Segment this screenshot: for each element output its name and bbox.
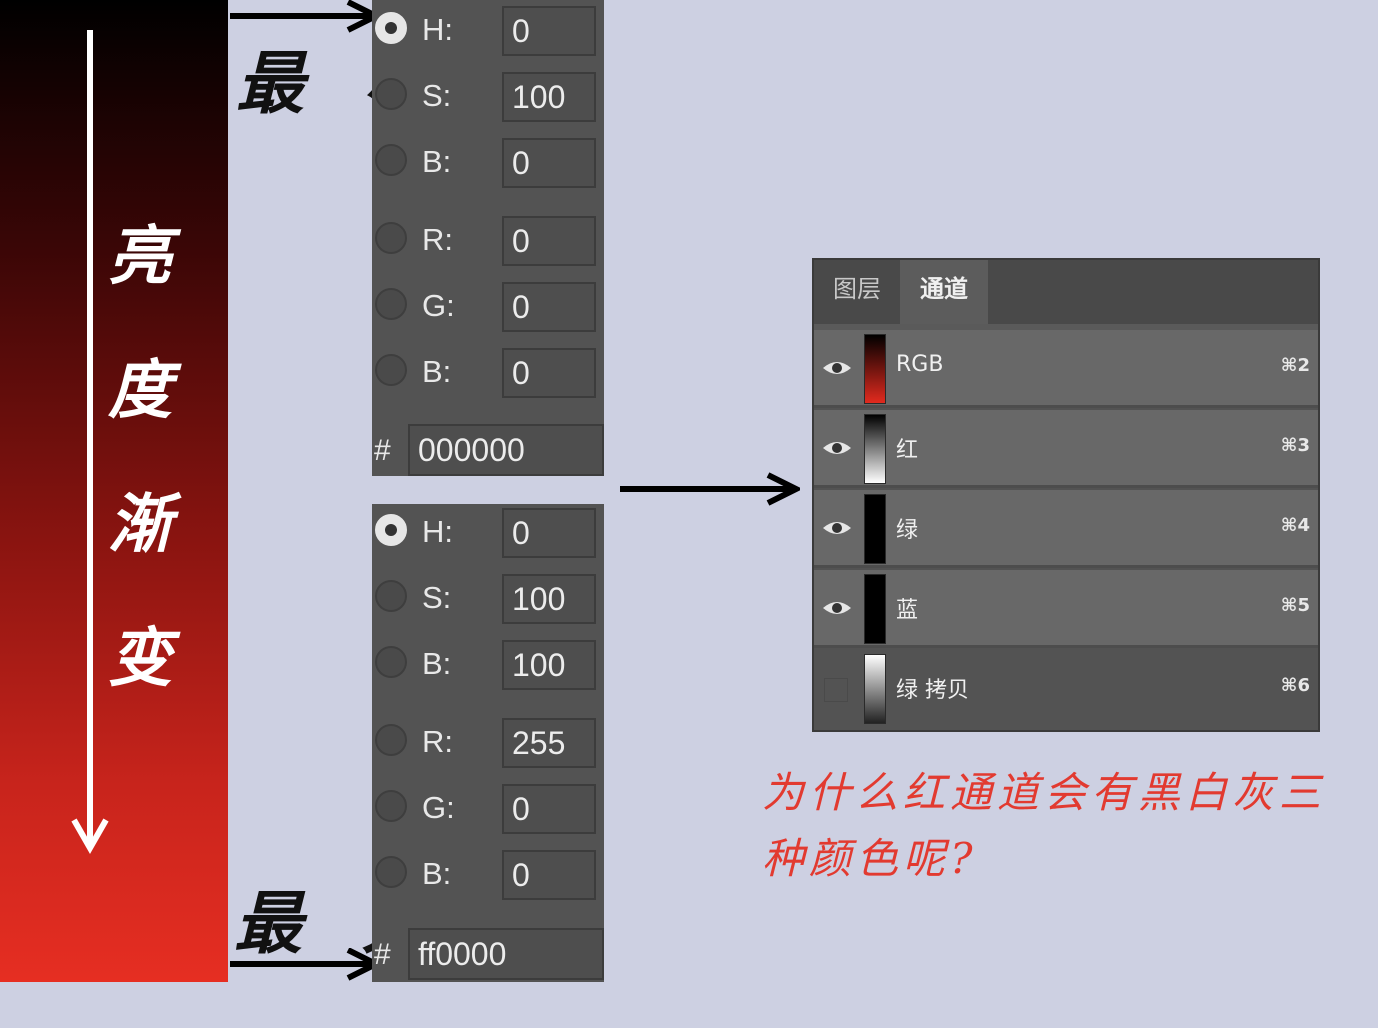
field-value-blue[interactable]: 0	[502, 348, 596, 398]
radio-r[interactable]	[375, 724, 407, 756]
label-char: 变	[108, 621, 172, 696]
color-picker-min: H: 0 S: 100 B: 0 R: 0 G: 0 B: 0 # 000000	[372, 0, 604, 476]
radio-h[interactable]	[375, 514, 407, 546]
hash-label: #	[374, 938, 391, 971]
brightness-gradient-strip	[0, 0, 228, 982]
picker-row-g: G: 0	[372, 784, 604, 836]
field-label: G:	[422, 790, 455, 825]
radio-h[interactable]	[375, 12, 407, 44]
field-label: S:	[422, 580, 452, 615]
field-label: R:	[422, 222, 453, 257]
arrow-to-channels-icon	[620, 472, 800, 506]
field-label: B:	[422, 144, 452, 179]
radio-b[interactable]	[375, 646, 407, 678]
picker-row-s: S: 100	[372, 72, 604, 124]
channel-shortcut: ⌘4	[1280, 515, 1310, 536]
field-label: S:	[422, 78, 452, 113]
field-value-r[interactable]: 0	[502, 216, 596, 266]
label-char: 亮	[108, 219, 172, 294]
hash-label: #	[374, 434, 391, 467]
eye-icon[interactable]	[822, 358, 852, 378]
eye-icon[interactable]	[822, 598, 852, 618]
picker-row-blue: B: 0	[372, 850, 604, 902]
channel-thumbnail	[864, 494, 886, 564]
picker-row-s: S: 100	[372, 574, 604, 626]
down-arrow-icon	[71, 30, 109, 855]
channel-name: RGB	[896, 352, 944, 377]
field-label: H:	[422, 12, 453, 47]
picker-row-b: B: 100	[372, 640, 604, 692]
field-value-h[interactable]: 0	[502, 508, 596, 558]
field-label: B:	[422, 856, 452, 891]
channel-row-blue[interactable]: 蓝 ⌘5	[814, 570, 1318, 648]
picker-row-blue: B: 0	[372, 348, 604, 400]
field-label: B:	[422, 354, 452, 389]
label-char: 度	[108, 353, 172, 428]
picker-row-b: B: 0	[372, 138, 604, 190]
field-value-s[interactable]: 100	[502, 72, 596, 122]
channel-row-red[interactable]: 红 ⌘3	[814, 410, 1318, 488]
channel-name: 绿	[896, 518, 919, 543]
channel-thumbnail	[864, 414, 886, 484]
channel-thumbnail	[864, 654, 886, 724]
radio-g[interactable]	[375, 288, 407, 320]
panel-tab-bar: 图层 通道	[814, 260, 1318, 330]
field-value-h[interactable]: 0	[502, 6, 596, 56]
field-value-g[interactable]: 0	[502, 784, 596, 834]
field-label: H:	[422, 514, 453, 549]
radio-r[interactable]	[375, 222, 407, 254]
radio-g[interactable]	[375, 790, 407, 822]
field-value-s[interactable]: 100	[502, 574, 596, 624]
field-value-b[interactable]: 100	[502, 640, 596, 690]
channel-row-green-copy[interactable]: 绿 拷贝 ⌘6	[814, 650, 1318, 728]
channel-shortcut: ⌘3	[1280, 435, 1310, 456]
channel-name: 蓝	[896, 598, 919, 623]
channel-thumbnail	[864, 574, 886, 644]
radio-s[interactable]	[375, 580, 407, 612]
question-text: 为什么红通道会有黑白灰三 种颜色呢?	[762, 760, 1374, 892]
field-value-g[interactable]: 0	[502, 282, 596, 332]
channel-name: 红	[896, 438, 919, 463]
field-value-r[interactable]: 255	[502, 718, 596, 768]
arrow-to-min-icon	[230, 0, 380, 33]
arrow-to-max-icon	[230, 948, 380, 981]
hex-input[interactable]: ff0000	[408, 928, 604, 980]
field-label: G:	[422, 288, 455, 323]
eye-icon[interactable]	[822, 518, 852, 538]
field-label: B:	[422, 646, 452, 681]
hex-row: # ff0000	[372, 928, 604, 980]
radio-s[interactable]	[375, 78, 407, 110]
picker-row-g: G: 0	[372, 282, 604, 334]
channel-row-green[interactable]: 绿 ⌘4	[814, 490, 1318, 568]
channel-shortcut: ⌘2	[1280, 355, 1310, 376]
question-line: 种颜色呢?	[762, 834, 978, 883]
visibility-toggle-empty[interactable]	[824, 678, 848, 702]
channel-name: 绿 拷贝	[896, 678, 969, 703]
label-char: 渐	[108, 487, 172, 562]
picker-row-r: R: 255	[372, 718, 604, 770]
picker-row-h: H: 0	[372, 6, 604, 58]
field-value-b[interactable]: 0	[502, 138, 596, 188]
channel-row-rgb[interactable]: RGB ⌘2	[814, 330, 1318, 408]
picker-row-r: R: 0	[372, 216, 604, 268]
channels-panel: 图层 通道 RGB ⌘2 红 ⌘3 绿 ⌘4 蓝 ⌘5	[812, 258, 1320, 732]
hex-row: # 000000	[372, 424, 604, 476]
radio-blue[interactable]	[375, 856, 407, 888]
hex-input[interactable]: 000000	[408, 424, 604, 476]
channel-shortcut: ⌘5	[1280, 595, 1310, 616]
picker-row-h: H: 0	[372, 508, 604, 560]
tab-layers[interactable]: 图层	[833, 275, 881, 303]
field-value-blue[interactable]: 0	[502, 850, 596, 900]
field-label: R:	[422, 724, 453, 759]
question-line: 为什么红通道会有黑白灰三	[762, 768, 1327, 817]
radio-b[interactable]	[375, 144, 407, 176]
channel-shortcut: ⌘6	[1280, 675, 1310, 696]
eye-icon[interactable]	[822, 438, 852, 458]
radio-blue[interactable]	[375, 354, 407, 386]
tab-channels[interactable]: 通道	[900, 260, 988, 324]
channel-thumbnail	[864, 334, 886, 404]
color-picker-max: H: 0 S: 100 B: 100 R: 255 G: 0 B: 0 # ff…	[372, 504, 604, 982]
brightness-gradient-label: 亮 度 渐 变	[100, 190, 180, 726]
